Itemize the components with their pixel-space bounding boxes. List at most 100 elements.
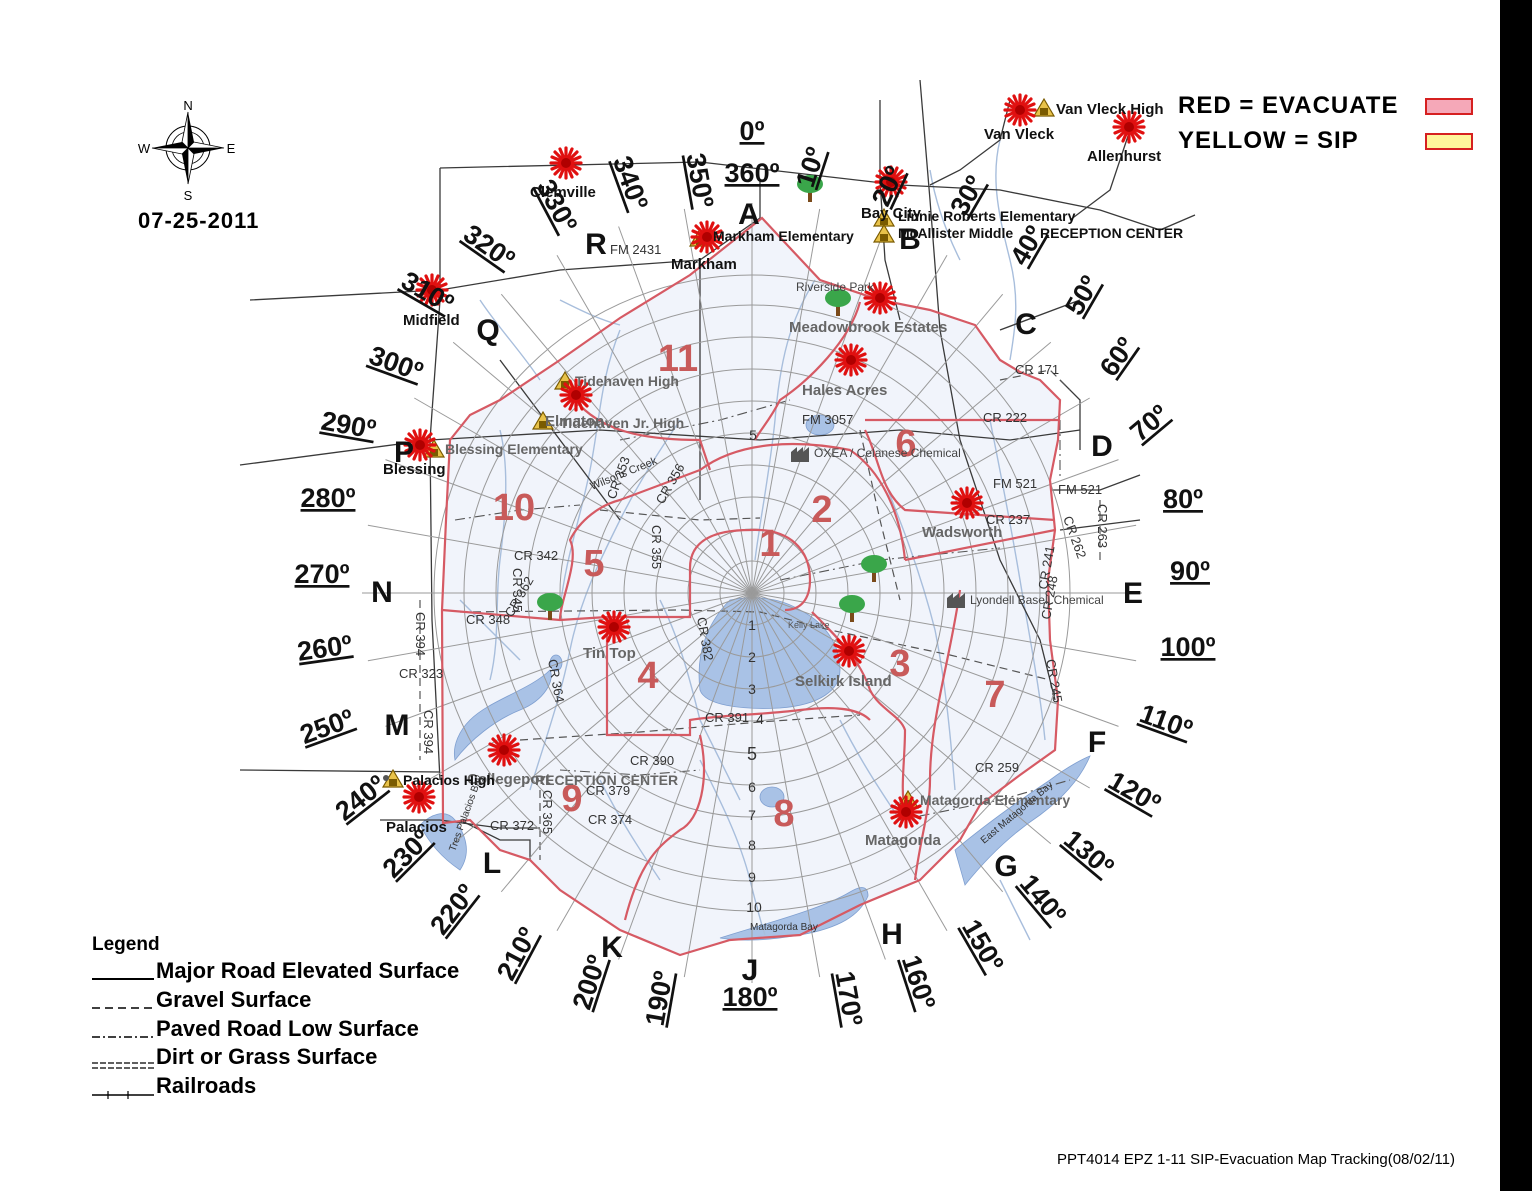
bearing-line <box>751 592 1004 893</box>
bearing-label: 130º <box>1058 824 1119 882</box>
gravel-roads <box>419 369 1101 860</box>
distance-ring <box>719 560 785 626</box>
solid-line-icon <box>92 978 154 980</box>
bearing-label: 150º <box>956 914 1010 977</box>
zone-number: 5 <box>583 543 604 585</box>
compass-n: N <box>183 98 192 113</box>
bearing-label: 250º <box>296 703 358 750</box>
zone-number: 4 <box>637 655 658 697</box>
road-label: FM 3057 <box>802 412 853 427</box>
ring-label: 8 <box>748 837 756 853</box>
distance-ring <box>559 400 945 786</box>
distance-ring <box>623 464 881 722</box>
road-label: CR 342 <box>514 548 558 563</box>
ring-label: 5 <box>749 427 757 443</box>
zone-4-top <box>607 568 692 619</box>
dashed-line-icon <box>92 1007 154 1009</box>
road-label: CR 263 <box>1095 504 1110 548</box>
place-label: Hales Acres <box>802 382 887 399</box>
zone-number: 1 <box>759 523 780 565</box>
road-label: CR 394 <box>413 612 428 656</box>
school-icon <box>873 224 895 243</box>
evacuate-marker <box>889 795 923 829</box>
legend-label: Railroads <box>156 1073 257 1098</box>
bearing-label: 280º <box>301 483 356 513</box>
compass-w: W <box>138 141 151 156</box>
footer-caption: PPT4014 EPZ 1-11 SIP-Evacuation Map Trac… <box>1057 1151 1455 1168</box>
zone-4-boundary <box>605 617 871 737</box>
zone-number: 3 <box>889 643 910 685</box>
bearing-line <box>751 592 1090 789</box>
distance-ring <box>591 432 913 754</box>
place-label: Matagorda <box>865 832 942 849</box>
place-label: Tin Top <box>583 645 636 662</box>
bearing-line <box>751 397 1090 594</box>
sector-letter: E <box>1123 577 1143 610</box>
bearing-lines <box>362 203 1142 983</box>
sip-legend-label: YELLOW = SIP <box>1178 127 1359 154</box>
legend-title: Legend <box>92 934 160 955</box>
place-label: Bay City <box>861 205 922 222</box>
evacuate-swatch <box>1425 98 1473 115</box>
ring-label: 5 <box>747 744 757 764</box>
bearing-line <box>556 592 753 931</box>
sector-letter: M <box>385 709 410 742</box>
dashdot-line-icon <box>92 1036 154 1038</box>
right-edge-bar <box>1500 0 1532 1191</box>
road-label: CR 365 <box>540 790 555 834</box>
place-label: Tidehaven Jr. High <box>560 415 684 431</box>
road-label: CR 391 <box>705 710 749 725</box>
bearing-label: 180º <box>723 982 778 1012</box>
ring-label: 2 <box>748 649 756 665</box>
place-label: Palacios High <box>403 772 495 788</box>
sector-letter: B <box>899 223 921 256</box>
road-label: CR 171 <box>1015 362 1059 377</box>
place-label: McAllister Middle <box>898 225 1013 241</box>
zone-boundaries <box>440 216 1062 957</box>
place-label: Matagorda Elementary <box>920 792 1070 808</box>
compass-rose: N S E W <box>138 98 236 203</box>
place-label: Linnie Roberts Elementary <box>898 208 1076 224</box>
road-label: CR 372 <box>490 818 534 833</box>
place-label: Midfield <box>403 312 460 329</box>
evacuate-marker <box>1003 93 1037 127</box>
reception-center-icon <box>383 775 389 781</box>
map-icons <box>382 98 1055 809</box>
place-label: Markham <box>671 256 737 273</box>
matagorda-bay <box>719 887 869 941</box>
sector-letter: D <box>1091 430 1113 463</box>
bearing-line <box>414 592 753 789</box>
place-label: Markham Elementary <box>713 228 854 244</box>
zone-number: 6 <box>895 423 916 465</box>
zone-numbers: 1 2 3 4 5 6 7 8 9 10 11 <box>493 338 1006 835</box>
bearing-line <box>751 208 821 594</box>
bearing-line <box>556 255 753 594</box>
zone-number: 10 <box>493 487 535 529</box>
bearing-line <box>452 592 753 845</box>
place-label: Riverside Park <box>796 280 875 294</box>
sector-letter: R <box>585 228 607 261</box>
road-label: CR 345 <box>510 568 525 612</box>
place-label: Kelly Lake <box>788 620 830 630</box>
place-label: OXEA / Celanese Chemical <box>814 446 961 460</box>
road-label: CR 394 <box>421 710 436 754</box>
bearing-label: 260º <box>295 629 354 666</box>
bearing-label: 200º <box>567 951 613 1013</box>
evacuate-marker <box>834 343 868 377</box>
legend-label: Paved Road Low Surface <box>156 1016 419 1041</box>
sector-letter: Q <box>476 314 499 347</box>
bearing-label: 140º <box>1014 869 1072 930</box>
road-label: FM 2431 <box>610 242 661 257</box>
bearing-label: 0º <box>740 116 765 146</box>
evacuate-marker <box>487 733 521 767</box>
bearing-label: 320º <box>458 219 520 275</box>
bearing-line <box>751 592 1052 845</box>
pond <box>759 786 785 808</box>
place-labels: Van Vleck High Van Vleck Allenhurst Clem… <box>383 101 1183 933</box>
road-label: FM 521 <box>993 476 1037 491</box>
bearing-label: 290º <box>319 406 378 445</box>
bearing-label: 10º <box>790 143 831 190</box>
road-label: CR 348 <box>466 612 510 627</box>
sector-letter: N <box>371 576 393 609</box>
